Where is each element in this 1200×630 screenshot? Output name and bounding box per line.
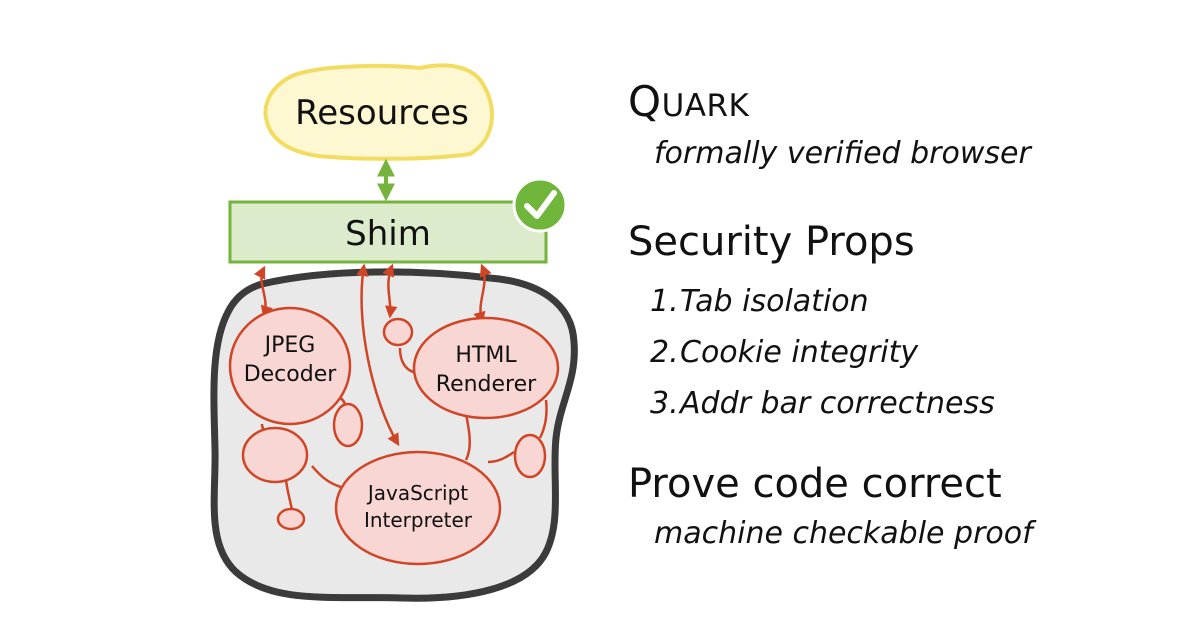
security-prop-item: 2.Cookie integrity (650, 327, 995, 378)
check-circle-icon (512, 177, 568, 233)
security-prop-item: 3.Addr bar correctness (650, 378, 995, 429)
quark-title-rest: UARK (661, 88, 750, 124)
shim-html-arrow (473, 263, 492, 325)
ipc-arrows (253, 263, 492, 447)
security-prop-item: 1.Tab isolation (650, 276, 995, 327)
security-prop-number: 3. (650, 386, 679, 421)
shim-javascript-arrow (356, 263, 400, 447)
small-bubble-mid (332, 402, 364, 448)
security-title: Security Props (628, 219, 915, 265)
security-prop-number: 1. (650, 284, 679, 319)
security-prop-text: Tab isolation (680, 284, 869, 319)
small-bubble-right (513, 433, 547, 479)
small-bubble-top (382, 317, 414, 347)
quark-block: QUARK formally verified browser (628, 78, 1031, 172)
security-block: Security Props 1.Tab isolation 2.Cookie … (628, 218, 995, 429)
javascript-interpreter-node (334, 450, 502, 566)
javascript-interpreter-label-2: Interpreter (364, 508, 473, 532)
security-prop-text: Cookie integrity (680, 335, 919, 370)
prove-block: Prove code correct machine checkable pro… (628, 460, 1033, 552)
security-prop-text: Addr bar correctness (680, 386, 995, 421)
html-renderer-node (412, 316, 560, 420)
security-prop-number: 2. (650, 335, 679, 370)
resources-cloud (263, 63, 495, 161)
shim-box (228, 200, 548, 264)
quark-architecture-diagram: Resources Shim JPEG Decode (210, 63, 578, 602)
small-bubble-bottom (276, 507, 306, 531)
quark-title-first: Q (628, 77, 662, 126)
security-props-list: 1.Tab isolation 2.Cookie integrity 3.Add… (628, 276, 995, 429)
resources-label: Resources (295, 93, 469, 133)
prove-title: Prove code correct (628, 461, 1002, 507)
small-bubble-left (241, 426, 309, 484)
shim-label: Shim (345, 214, 431, 254)
components (228, 306, 560, 566)
javascript-interpreter-label-1: JavaScript (366, 481, 468, 505)
prove-subtitle: machine checkable proof (654, 516, 1033, 551)
html-renderer-label-2: Renderer (436, 372, 537, 397)
quark-subtitle: formally verified browser (654, 136, 1031, 171)
shim-bubble-arrow (382, 263, 398, 319)
jpeg-decoder-label-2: Decoder (244, 362, 338, 387)
jpeg-decoder-node (228, 306, 352, 426)
quark-title: QUARK (628, 78, 1031, 130)
jpeg-decoder-label-1: JPEG (263, 333, 316, 358)
shim-jpeg-arrow (253, 265, 273, 319)
html-renderer-label-1: HTML (455, 343, 517, 368)
